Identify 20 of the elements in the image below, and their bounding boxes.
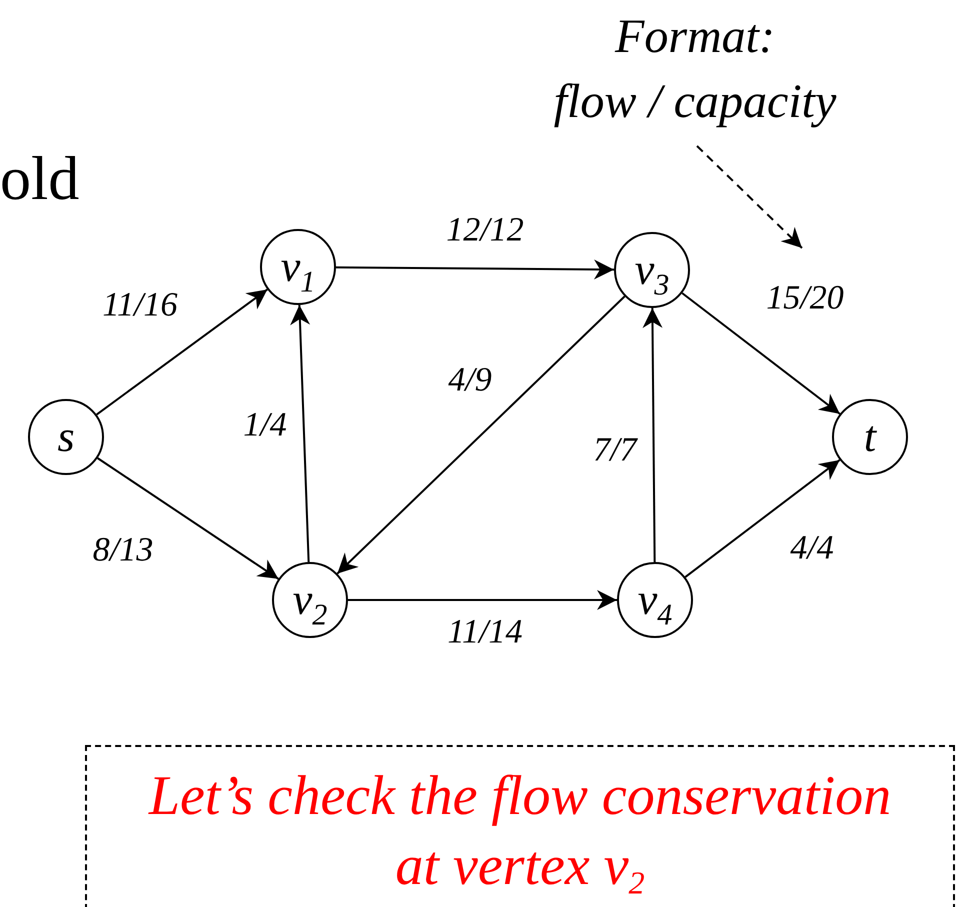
dashed-arrow [696, 145, 803, 249]
note-box [85, 745, 955, 907]
arrow [336, 296, 626, 574]
format-note-text: Format: [615, 9, 775, 66]
vertex-label: v$_{1}$ [280, 245, 316, 289]
arrow [348, 590, 617, 610]
arrow [336, 260, 614, 280]
format-note-text: flow / capacity [554, 74, 836, 130]
arrow [642, 308, 663, 562]
vertex-label: t [864, 415, 876, 459]
partial-heading-text: old [0, 148, 80, 210]
vertex-label: v$_{4}$ [638, 578, 672, 622]
arrow [97, 457, 279, 580]
arrow [96, 288, 268, 416]
arrow [290, 304, 310, 562]
arrow [684, 459, 840, 578]
note-text: Let’s check the flow conservation at vertex v$_{2}$ [147, 764, 892, 901]
arrow [682, 292, 840, 415]
vertex-label: s [57, 415, 75, 459]
vertex-label: v$_{2}$ [292, 578, 328, 622]
